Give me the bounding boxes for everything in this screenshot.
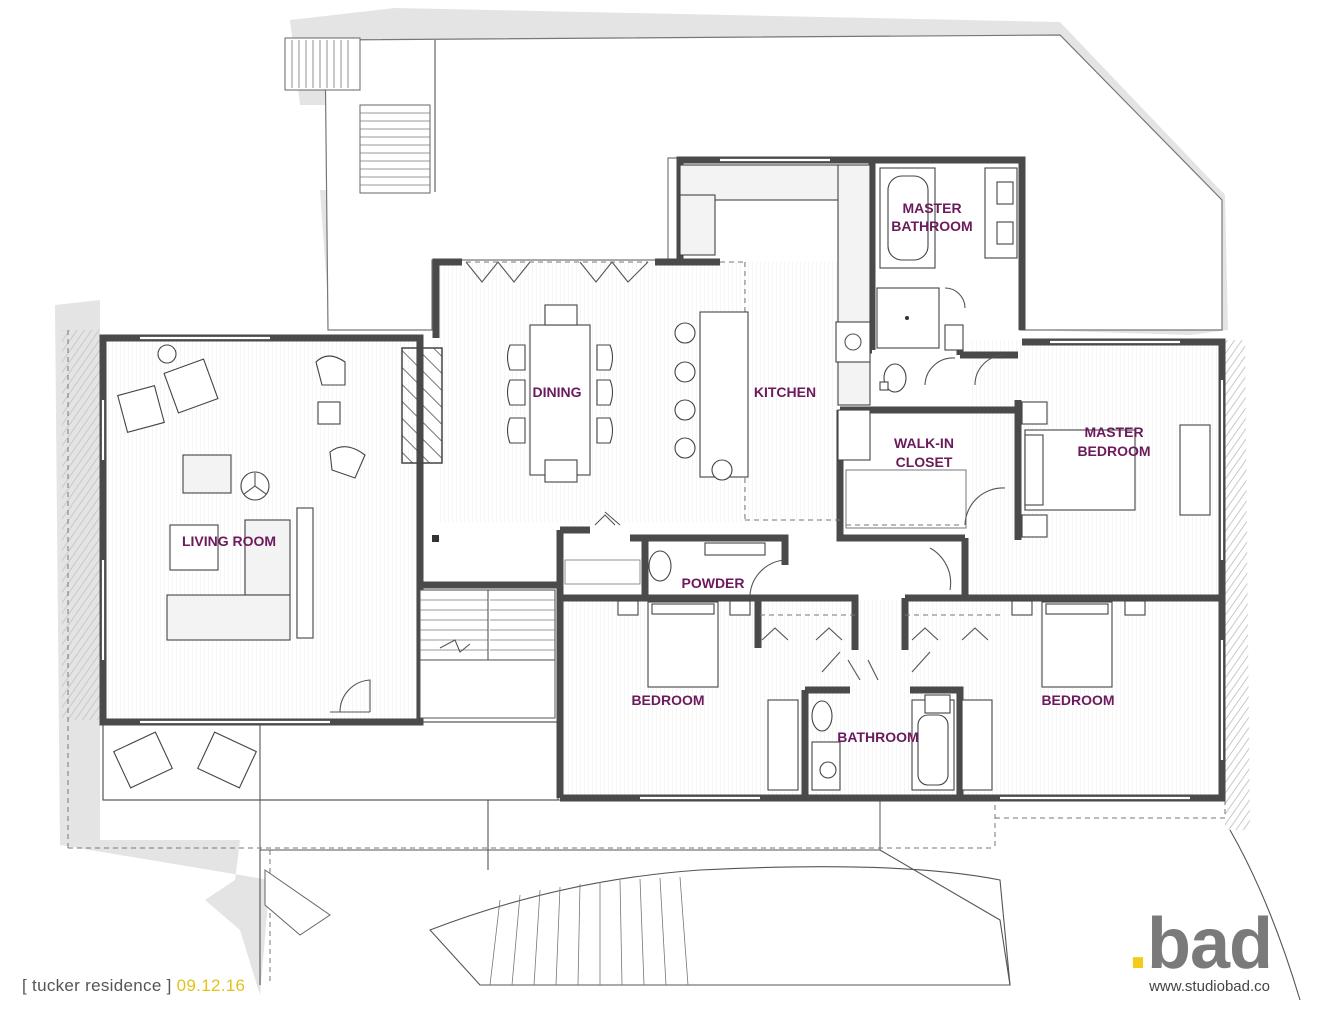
brand-dot: . (1127, 904, 1148, 984)
living-room-furniture (117, 344, 443, 713)
brand-name: bad (1146, 904, 1273, 984)
brand-website: www.studiobad.co (1149, 978, 1270, 995)
label-master-bedroom-line1: MASTER (1084, 424, 1143, 440)
deck-chairs (112, 731, 258, 789)
powder-fixtures (564, 511, 786, 596)
label-living-room: LIVING ROOM (182, 533, 276, 549)
label-walk-in-closet-line2: CLOSET (896, 454, 953, 470)
room-labels: MASTER BATHROOM DINING KITCHEN WALK-IN C… (182, 200, 1151, 745)
label-powder: POWDER (682, 575, 745, 591)
label-bathroom: BATHROOM (837, 729, 918, 745)
label-master-bedroom-line2: BEDROOM (1077, 443, 1150, 459)
project-name: [ tucker residence ] (22, 976, 172, 995)
lower-deck (67, 330, 1226, 851)
kitchen-furniture (674, 164, 871, 481)
bedroom-furniture (617, 600, 1146, 791)
project-date: 09.12.16 (176, 976, 246, 995)
closet-fixtures (845, 469, 1006, 529)
master-bath-fixtures (876, 167, 1018, 393)
label-walk-in-closet-line1: WALK-IN (894, 435, 954, 451)
brand-logo: .bad (1128, 908, 1273, 980)
master-bedroom-furniture (929, 401, 1211, 591)
label-bedroom-right: BEDROOM (1041, 692, 1114, 708)
interior-stairs (419, 535, 556, 719)
label-master-bathroom-line2: BATHROOM (891, 218, 972, 234)
label-dining: DINING (533, 384, 582, 400)
windows (101, 158, 1224, 800)
label-bedroom-left: BEDROOM (631, 692, 704, 708)
bathroom-fixtures (811, 694, 955, 791)
label-master-bathroom-line1: MASTER (902, 200, 961, 216)
upper-stairs (284, 37, 431, 194)
dining-furniture (506, 304, 614, 483)
label-kitchen: KITCHEN (754, 384, 816, 400)
project-caption: [ tucker residence ] 09.12.16 (22, 976, 245, 996)
entry-stairs (259, 800, 1301, 1001)
